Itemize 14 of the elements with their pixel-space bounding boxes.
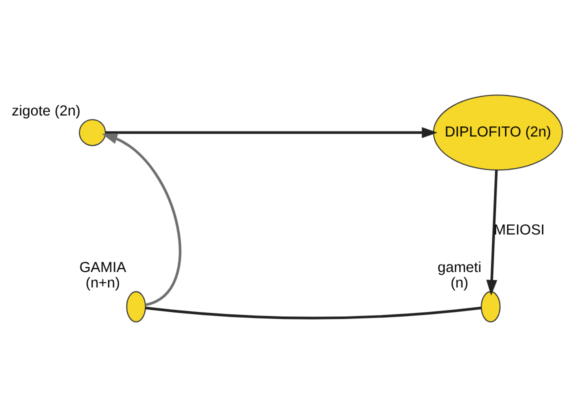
arrow [102,134,182,306]
arrow [486,170,498,296]
node-label: GAMIA [79,260,126,276]
node-label: (n) [450,276,468,292]
node-label: (n+n) [86,276,120,292]
node-ellipse: DIPLOFITO (2n) [432,94,563,171]
connector [145,306,482,320]
node-label: gameti [438,260,482,276]
arrow [105,127,438,138]
node-label: zigote (2n) [12,104,81,120]
edge-label: MEIOSI [494,222,545,239]
node-circle [78,119,106,146]
node-ellipse [126,291,146,322]
node-ellipse [480,291,501,322]
